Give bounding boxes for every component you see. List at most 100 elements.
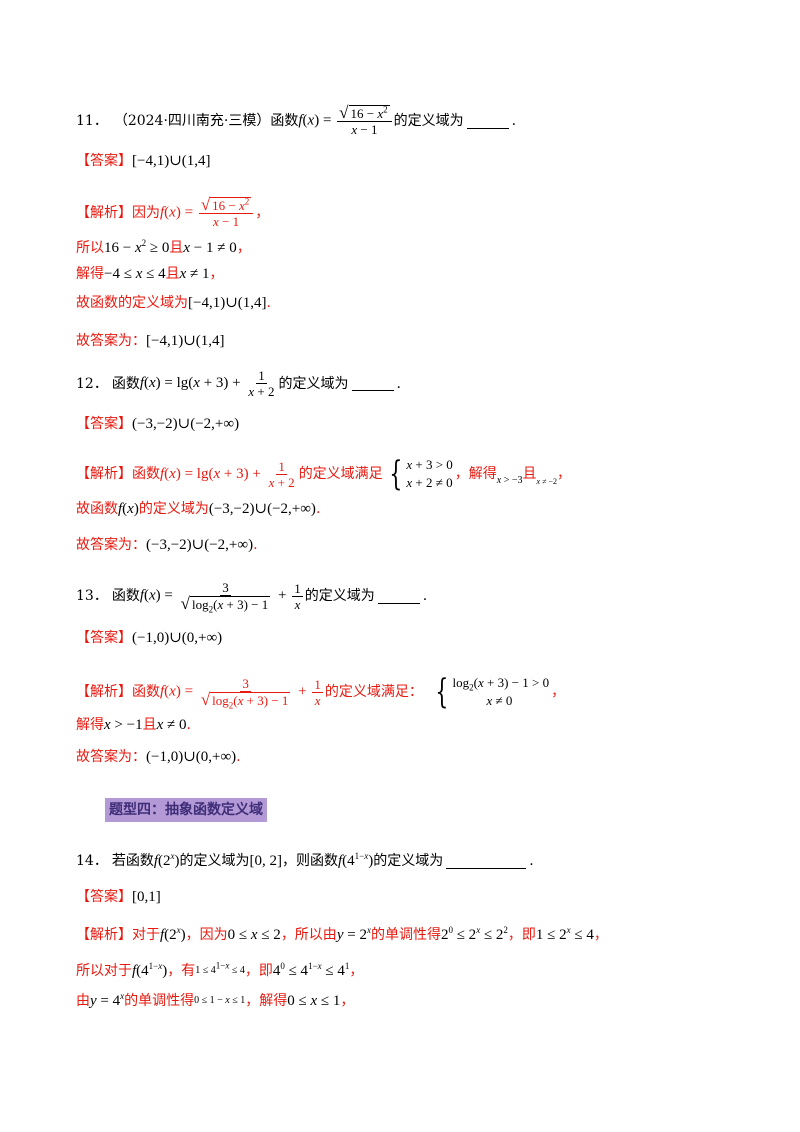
q14-a1-text: 对于: [132, 927, 160, 943]
q13-stem-text: 函数: [111, 588, 140, 604]
q14-analysis-1: 【解析】 对于 f(2x) ，因为 0 ≤ x ≤ 2 ，所以由 y = 2x …: [76, 924, 608, 946]
q14-a3c-text: ，解得: [245, 993, 288, 1009]
q14-a2b-text: ，有: [167, 963, 196, 979]
q13-analysis-2: 解得 x > −1 且 x ≠ 0.: [76, 714, 191, 736]
answer-tag: 【答案】: [76, 889, 132, 905]
q13-a2-cond1: x > −1: [104, 717, 143, 733]
q14-a2-ineq2: 40 ≤ 41−x ≤ 41: [272, 961, 350, 980]
q12-a2b-text: 的定义域为: [138, 501, 209, 517]
answer-blank: [466, 114, 509, 129]
q14-stem-text: 若函数: [111, 853, 154, 869]
fill-answer-prefix: 故答案为：: [76, 333, 146, 349]
q14-a2c-text: ，即: [244, 963, 273, 979]
q11-a3-formula2: x ≠ 1: [179, 266, 210, 282]
q12-analysis-2: 故函数 f(x) 的定义域为 (−3,−2)∪(−2,+∞).: [76, 498, 320, 520]
q11-fill-answer-value: [−4,1)∪(1,4]: [146, 333, 225, 349]
q14-stem: 14． 若函数 f(2x) 的定义域为 [0, 2] ，则函数 f(41−x) …: [76, 850, 534, 872]
q11-a3-text: 解得: [76, 266, 104, 282]
q11-number: 11．: [76, 113, 108, 129]
q11-a2-text: 所以: [76, 240, 104, 256]
answer-tag: 【答案】: [76, 630, 132, 646]
q14-a3-text: 由: [76, 993, 90, 1009]
q13-answer-row: 【答案】 (−1,0)∪(0,+∞): [76, 627, 222, 649]
q14-domain: [0, 2]: [249, 853, 283, 869]
q13-number: 13．: [76, 588, 108, 604]
section-heading: 题型四：抽象函数定义域: [105, 798, 267, 822]
q13-stem-text2: 的定义域为: [304, 588, 375, 604]
q14-answer-row: 【答案】 [0,1]: [76, 886, 161, 908]
q14-a1b-text: ，因为: [185, 927, 228, 943]
q11-stem-text2: 的定义域为: [393, 113, 464, 129]
answer-tag: 【答案】: [76, 153, 132, 169]
q14-function2: f(41−x): [338, 851, 374, 870]
fill-answer-prefix: 故答案为：: [76, 749, 146, 765]
q12-a2-text: 故函数: [76, 501, 118, 517]
q12-a1-cond1: x > −3: [496, 475, 523, 486]
analysis-tag: 【解析】: [76, 927, 132, 943]
q14-a3b-text: 的单调性得: [124, 993, 195, 1009]
q11-a2-formula1: 16 − x2 ≥ 0: [104, 238, 170, 257]
q13-a2-and: 且: [142, 717, 157, 733]
q12-a2-answer: (−3,−2)∪(−2,+∞): [208, 501, 316, 517]
q12-a1-and: 且: [522, 466, 537, 482]
answer-tag: 【答案】: [76, 416, 132, 432]
answer-blank: [351, 376, 394, 391]
q12-answer-row: 【答案】 (−3,−2)∪(−2,+∞): [76, 413, 239, 435]
q12-fill-answer-value: (−3,−2)∪(−2,+∞): [146, 537, 254, 553]
q14-stem-text3: ，则函数: [282, 853, 338, 869]
analysis-tag: 【解析】: [76, 205, 132, 221]
q13-a1b-text: 的定义域满足：: [324, 684, 423, 700]
answer-blank: [446, 854, 527, 869]
q11-answer: [−4,1)∪(1,4]: [132, 153, 211, 169]
fill-answer-prefix: 故答案为：: [76, 537, 146, 553]
analysis-tag: 【解析】: [76, 466, 132, 482]
analysis-tag: 【解析】: [76, 684, 132, 700]
q13-a2-text: 解得: [76, 717, 104, 733]
q14-a1c-text: ，所以由: [280, 927, 337, 943]
q11-a4-text: 故函数的定义域为: [76, 295, 188, 311]
q12-stem-text2: 的定义域为: [278, 375, 349, 392]
q11-fill-answer: 故答案为： [−4,1)∪(1,4]: [76, 330, 225, 352]
q14-stem-text2: 的定义域为: [179, 853, 250, 869]
q14-a1-y: y = 2x: [336, 925, 371, 944]
q14-a1d-text: 的单调性得: [370, 927, 441, 943]
q14-analysis-2: 所以对于 f(41−x) ，有 1 ≤ 41−x ≤ 4 ，即 40 ≤ 41−…: [76, 960, 363, 982]
q14-a3-y: y = 4x: [90, 991, 125, 1010]
q14-analysis-3: 由 y = 4x 的单调性得 0 ≤ 1 − x ≤ 1 ，解得 0 ≤ x ≤…: [76, 990, 354, 1012]
q11-source: （2024·四川南充·三模）: [113, 113, 271, 129]
q14-a2-f: f(41−x): [132, 961, 168, 980]
q13-a2-cond2: x ≠ 0: [156, 717, 187, 733]
q12-a1b-text: 的定义域满足: [298, 466, 383, 482]
q13-a1-text: 函数: [132, 684, 160, 700]
q14-a1e-text: ，即: [507, 927, 536, 943]
q12-a1c-text: ，解得: [454, 466, 497, 482]
q11-a4-answer: [−4,1)∪(1,4]: [188, 295, 267, 311]
q11-analysis-4: 故函数的定义域为 [−4,1)∪(1,4].: [76, 292, 271, 314]
q12-answer: (−3,−2)∪(−2,+∞): [132, 416, 240, 432]
q12-stem-text: 函数: [111, 375, 140, 392]
q13-fill-answer: 故答案为： (−1,0)∪(0,+∞).: [76, 746, 241, 768]
answer-blank: [377, 589, 420, 604]
q14-function1: f(2x): [153, 851, 180, 870]
q14-a1-f: f(2x): [160, 925, 186, 944]
q12-a1-text: 函数: [132, 466, 160, 482]
q11-answer-row: 【答案】 [−4,1)∪(1,4]: [76, 150, 211, 172]
q14-a1-range: 0 ≤ x ≤ 2: [227, 927, 281, 943]
q11-a2-and: 且: [169, 240, 184, 256]
q14-stem-text4: 的定义域为: [373, 853, 444, 869]
q11-a3-and: 且: [165, 266, 180, 282]
q14-a2-text: 所以对于: [76, 963, 132, 979]
q14-a1-ineq: 20 ≤ 2x ≤ 22: [440, 925, 508, 944]
